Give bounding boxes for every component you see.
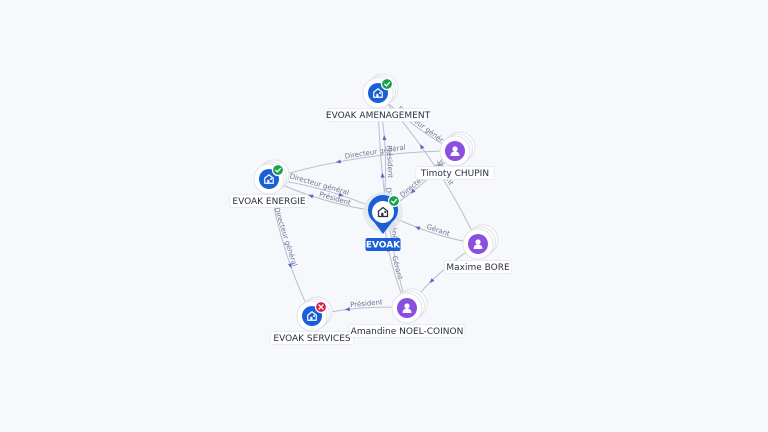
node-services[interactable]: EVOAK SERVICES: [269, 296, 355, 345]
edge-arrow-icon: [382, 135, 387, 141]
node-label: EVOAK: [366, 241, 401, 251]
status-closed-badge: [314, 300, 328, 314]
status-active-badge: [271, 163, 285, 177]
edge-arrow-icon: [344, 307, 351, 312]
edge-label: Président: [350, 298, 383, 309]
edge-arrow-icon: [410, 188, 416, 194]
edge-arrow-icon: [338, 192, 344, 197]
node-label-bg: [443, 260, 513, 274]
node-bore[interactable]: Maxime BORE: [443, 224, 513, 274]
edge-arrow-icon: [429, 278, 435, 284]
check-icon: [384, 81, 391, 87]
building-icon: [377, 206, 389, 218]
edge-arrow-icon: [287, 263, 292, 269]
edge-label: Gérant: [425, 223, 451, 238]
node-label-bg: [415, 166, 495, 180]
node-label-bg: [365, 238, 401, 251]
building-icon: [264, 174, 274, 184]
node-energie[interactable]: EVOAK ENERGIE: [229, 159, 309, 208]
node-amenagement[interactable]: EVOAK AMENAGEMENT: [326, 73, 431, 122]
close-icon: [318, 304, 324, 310]
node-circle: [372, 201, 394, 223]
node-chupin[interactable]: Timoty CHUPIN: [415, 131, 495, 180]
node-label-bg: [269, 331, 355, 345]
edge-arrow-icon: [419, 144, 425, 150]
check-icon: [275, 167, 282, 173]
edge-arrow-icon: [308, 194, 314, 199]
edge-label: Directeur général: [273, 207, 299, 268]
node-evoak[interactable]: EVOAK: [363, 192, 403, 251]
person-icon: [402, 303, 412, 313]
node-label: Maxime BORE: [446, 263, 510, 273]
building-icon: [307, 311, 317, 321]
node-label: EVOAK ENERGIE: [232, 197, 306, 207]
node-label-bg: [229, 194, 309, 208]
node-label: Timoty CHUPIN: [420, 169, 489, 179]
edge-arrow-icon: [380, 172, 385, 178]
status-active-badge: [387, 194, 401, 208]
building-icon: [373, 88, 383, 98]
check-icon: [391, 198, 398, 204]
edge-arrow-icon: [415, 226, 421, 231]
edge-label: Président: [385, 145, 394, 178]
edge-line: [268, 150, 456, 180]
nodes-layer: EVOAK EVOAK AMENAGEMENT EVOAK ENERGIE EVOAK…: [229, 73, 513, 345]
edge-arrow-icon: [335, 159, 342, 164]
status-active-badge: [380, 77, 394, 91]
node-label: EVOAK SERVICES: [273, 334, 350, 344]
edge-label: Directeur général: [344, 144, 406, 161]
node-label-bg: [327, 108, 429, 122]
node-noel[interactable]: Amandine NOEL-COINON: [348, 288, 466, 338]
person-icon: [473, 239, 483, 249]
node-label: Amandine NOEL-COINON: [351, 327, 464, 337]
person-icon: [450, 146, 460, 156]
node-label-bg: [348, 324, 466, 338]
node-label: EVOAK AMENAGEMENT: [326, 111, 431, 121]
